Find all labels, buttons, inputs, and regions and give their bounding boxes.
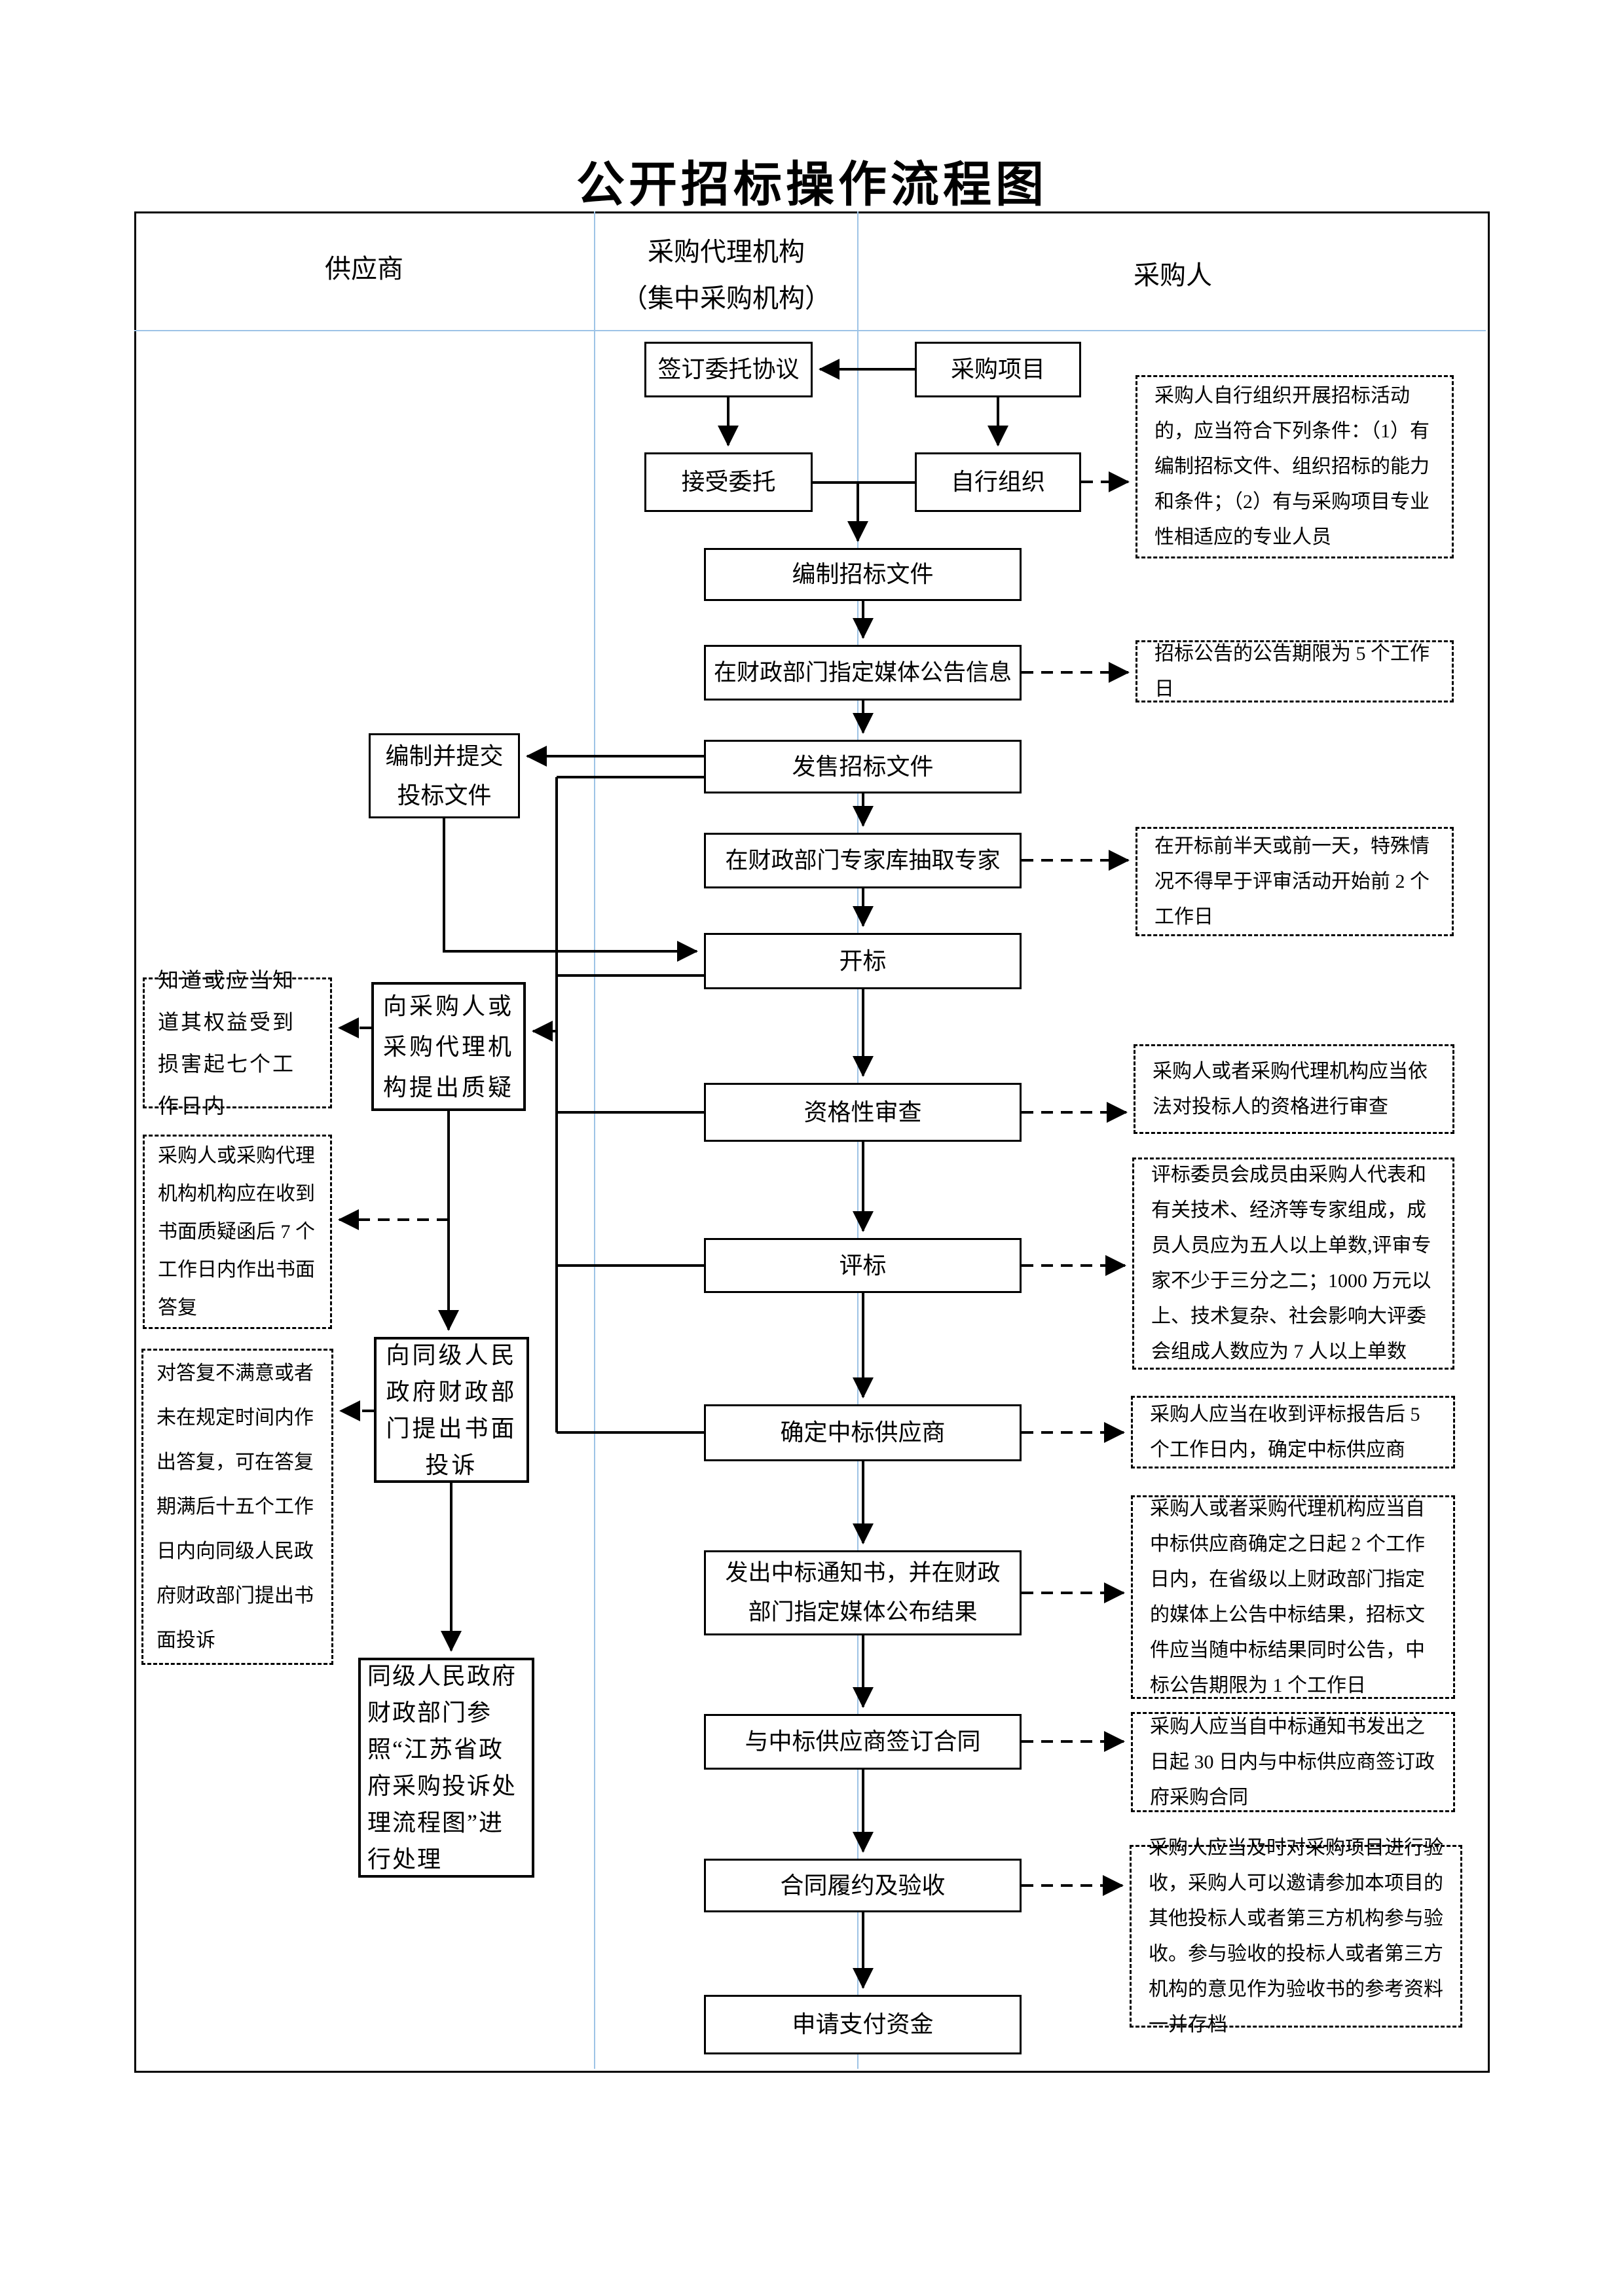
node-complaint-handling: 同级人民政府财政部门参照“江苏省政府采购投诉处理流程图”进行处理 <box>358 1658 534 1878</box>
note-reply-7days: 采购人或采购代理机构机构应在收到书面质疑函后 7 个工作日内作出书面答复 <box>143 1135 332 1329</box>
annotation-notice-publication: 采购人或者采购代理机构应当自中标供应商确定之日起 2 个工作日内，在省级以上财政… <box>1131 1495 1455 1699</box>
node-sign-contract: 与中标供应商签订合同 <box>704 1714 1022 1770</box>
note-dissatisfied: 对答复不满意或者未在规定时间内作出答复，可在答复期满后十五个工作日内向同级人民政… <box>141 1349 333 1665</box>
node-prepare-bid-docs: 编制招标文件 <box>704 548 1022 601</box>
lane-header-purchaser: 采购人 <box>1134 261 1212 290</box>
annotation-qualification-duty: 采购人或者采购代理机构应当依法对投标人的资格进行审查 <box>1134 1044 1454 1134</box>
annotation-expert-draw-timing: 在开标前半天或前一天，特殊情况不得早于评审活动开始前 2 个工作日 <box>1135 827 1454 936</box>
node-qualification-review: 资格性审查 <box>704 1083 1022 1142</box>
node-sign-agreement: 签订委托协议 <box>644 342 813 397</box>
node-procurement-project: 采购项目 <box>915 342 1081 397</box>
node-determine-winner: 确定中标供应商 <box>704 1404 1022 1461</box>
annotation-evaluation-committee: 评标委员会成员由采购人代表和有关技术、经济等专家组成，成员人员应为五人以上单数,… <box>1132 1157 1454 1370</box>
node-prepare-submit-bid: 编制并提交 投标文件 <box>369 733 520 818</box>
node-contract-acceptance: 合同履约及验收 <box>704 1859 1022 1912</box>
node-draw-experts: 在财政部门专家库抽取专家 <box>704 833 1022 888</box>
node-bid-opening: 开标 <box>704 933 1022 989</box>
node-accept-entrustment: 接受委托 <box>644 452 813 512</box>
node-raise-query: 向采购人或采购代理机构提出质疑 <box>371 982 526 1111</box>
lane-header-agency-line2: （集中采购机构） <box>621 283 831 313</box>
node-file-complaint: 向同级人民政府财政部门提出书面投诉 <box>374 1337 529 1483</box>
node-issue-notice: 发出中标通知书，并在财政部门指定媒体公布结果 <box>704 1550 1022 1635</box>
annotation-self-organize-conditions: 采购人自行组织开展招标活动的，应当符合下列条件：（1）有编制招标文件、组织招标的… <box>1135 375 1454 558</box>
lane-header-supplier: 供应商 <box>325 254 403 283</box>
annotation-determine-winner-5days: 采购人应当在收到评标报告后 5 个工作日内，确定中标供应商 <box>1131 1396 1455 1468</box>
node-announce-media: 在财政部门指定媒体公告信息 <box>704 645 1022 701</box>
annotation-acceptance-inspection: 采购人应当及时对采购项目进行验收，采购人可以邀请参加本项目的其他投标人或者第三方… <box>1130 1837 1462 2035</box>
node-apply-payment: 申请支付资金 <box>704 1995 1022 2054</box>
node-sell-bid-docs: 发售招标文件 <box>704 740 1022 793</box>
node-bid-evaluation: 评标 <box>704 1238 1022 1293</box>
lane-header-agency-line1: 采购代理机构 <box>648 237 805 266</box>
node-self-organize: 自行组织 <box>915 452 1081 512</box>
annotation-announcement-period: 招标公告的公告期限为 5 个工作日 <box>1135 640 1454 702</box>
diagram-frame <box>134 211 1490 2073</box>
note-know-rights: 知道或应当知道其权益受到损害起七个工作日内 <box>143 968 332 1118</box>
page-title: 公开招标操作流程图 <box>576 158 1048 212</box>
annotation-contract-30days: 采购人应当自中标通知书发出之日起 30 日内与中标供应商签订政府采购合同 <box>1131 1712 1455 1812</box>
